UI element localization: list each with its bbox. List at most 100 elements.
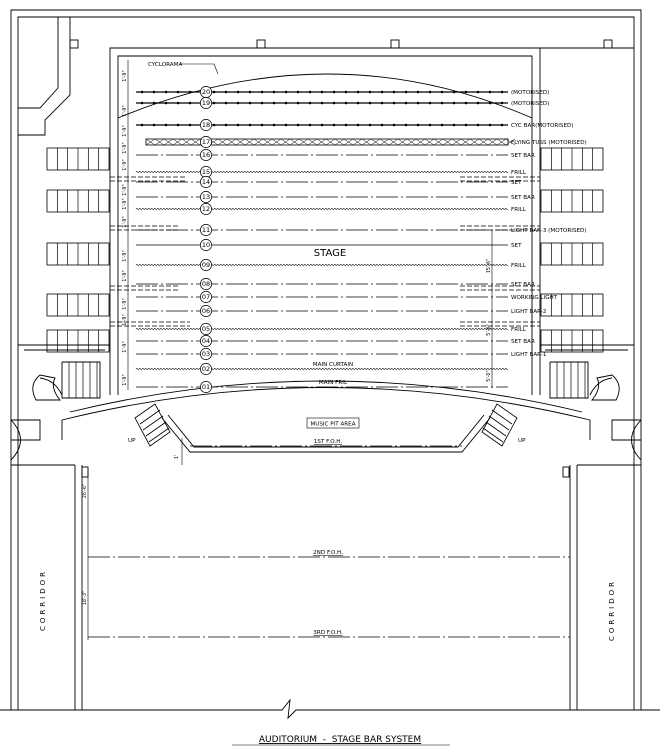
cyclorama-label: CYCLORAMA (148, 62, 182, 68)
foh-label: 3RD F.O.H. (313, 630, 343, 636)
dimension-label: 1'-9" (122, 270, 128, 281)
bar-number-circle (200, 291, 212, 303)
dimension-label: 1'-9" (122, 216, 128, 227)
bar-number-circle (200, 305, 212, 317)
bar-label: LIGHT BAR-2 (511, 309, 546, 315)
front-stair-right (481, 403, 518, 447)
bar-number: 19 (202, 99, 210, 107)
dimension-label: 1'-9" (122, 125, 128, 136)
bar-label: MAIN CURTAIN (313, 362, 353, 368)
bar-number: 02 (202, 365, 210, 373)
bar-label: WORKING LIGHT (511, 295, 558, 301)
bar-label: SET (511, 180, 522, 186)
front-stair-left (134, 403, 171, 447)
bar-label: LIGHT BAR-1 (511, 352, 547, 358)
bar-label: FRILL (511, 327, 527, 333)
stage-bar-11: 11 LIGHT BAR-3 (MOTORISED) (136, 224, 587, 236)
bar-number-circle (200, 203, 212, 215)
stage-bar-04: 04 SET BAR (136, 335, 535, 347)
stage-bar-06: 06 LIGHT BAR-2 (136, 305, 546, 317)
stage-bar-03: 03 LIGHT BAR-1 (136, 348, 547, 360)
bar-number-circle (200, 176, 212, 188)
dimension-label: 1'-9" (122, 142, 128, 153)
bar-number-circle (200, 136, 212, 148)
bar-number: 11 (202, 226, 210, 234)
wing-rails (110, 176, 540, 327)
stage-bar-20: 20 (MOTORISED) (136, 86, 549, 98)
dimension-label: 1'-9" (122, 250, 128, 261)
foh-bar-1: 1ST F.O.H. (190, 439, 462, 447)
dimension-label: 1'-9" (122, 198, 128, 209)
bar-number: 09 (202, 261, 210, 269)
bar-label: SET (511, 243, 522, 249)
corridor-right: CORRIDOR (608, 579, 616, 641)
bar-label: SET BAR (511, 153, 535, 159)
stage-label: STAGE (314, 248, 346, 259)
stage-bars: 20 (MOTORISED) 19 (MOTORISED) 18 CYC BAR(MOTO… (135, 86, 587, 393)
building-outline (0, 9, 660, 720)
stair-treads (56, 148, 594, 398)
bar-label: LIGHT BAR-3 (MOTORISED) (511, 228, 587, 234)
dimension-label: 1'-9" (122, 298, 128, 309)
bar-number: 20 (202, 88, 210, 96)
music-pit-label: MUSIC PIT AREA (310, 422, 355, 428)
bar-number: 12 (202, 205, 210, 213)
foh-label: 2ND F.O.H. (313, 550, 343, 556)
foh-label: 1ST F.O.H. (314, 439, 342, 445)
bar-number: 03 (202, 350, 210, 358)
bar-label: FRILL (511, 263, 527, 269)
bar-label: SET BAR (511, 339, 535, 345)
bar-label: CYC BAR(MOTORISED) (511, 123, 574, 129)
corridor-left: CORRIDOR (39, 569, 47, 631)
bar-number: 17 (202, 138, 210, 146)
dimension-label: 26'-6" (82, 484, 88, 498)
stage-bar-05: 05 FRILL (135, 323, 527, 335)
stage-bar-02: 02 MAIN CURTAIN (135, 362, 509, 375)
bar-label: SET BAR (511, 195, 535, 201)
bar-label: MAIN FRIL (319, 380, 348, 386)
stage-bar-07: 07 WORKING LIGHT (136, 291, 558, 303)
bar-number: 04 (202, 337, 210, 345)
bar-number-circle (200, 224, 212, 236)
bar-number-circle (200, 191, 212, 203)
dimension-label: 1'-9" (122, 184, 128, 195)
bar-label: (MOTORISED) (511, 90, 549, 96)
bar-label: FRILL (511, 207, 527, 213)
stage-bar-16: 16 SET BAR (136, 149, 535, 161)
left-dimension-chain (87, 60, 493, 640)
dimension-label: 1'-9" (122, 105, 128, 116)
bar-label: (MOTORISED) (511, 101, 549, 107)
up-arrow-right: UP (518, 438, 526, 444)
bar-label: SET BAR (511, 282, 535, 288)
dimension-label: 1'-9" (122, 70, 128, 81)
dimension-label: 1' (174, 455, 180, 459)
proscenium (10, 361, 642, 478)
bar-label: FLYING TUSS (MOTORISED) (511, 140, 587, 146)
bar-number: 18 (202, 121, 210, 129)
foh-bar-3: 3RD F.O.H. (88, 630, 570, 638)
bar-number-circle (200, 149, 212, 161)
bar-number-circle (200, 381, 212, 393)
bar-number: 06 (202, 307, 210, 315)
dimension-labels: 1'-9" 1'-9" 1'-9" 1'-9" 1'-9" 1'-9" 1'-9" 1'-9"… (82, 70, 492, 605)
bar-number: 05 (202, 325, 210, 333)
bar-number-circle (200, 119, 212, 131)
bar-number: 01 (202, 383, 210, 391)
bar-number-circle (200, 239, 212, 251)
bar-number: 07 (202, 293, 210, 301)
cyclorama-leader (180, 63, 219, 75)
bar-number: 14 (202, 178, 210, 186)
bar-number-circle (200, 335, 212, 347)
dimension-label: 5'-0" (486, 324, 492, 335)
dimension-label: 1'-9" (122, 314, 128, 325)
stage-bar-09: 09 FRILL (135, 259, 527, 271)
bar-number: 16 (202, 151, 210, 159)
dimension-label: 15'-6" (486, 259, 492, 273)
bar-label: FRILL (511, 170, 527, 176)
bar-number-circle (200, 323, 212, 335)
stage-bar-14: 14 SET (136, 176, 522, 188)
